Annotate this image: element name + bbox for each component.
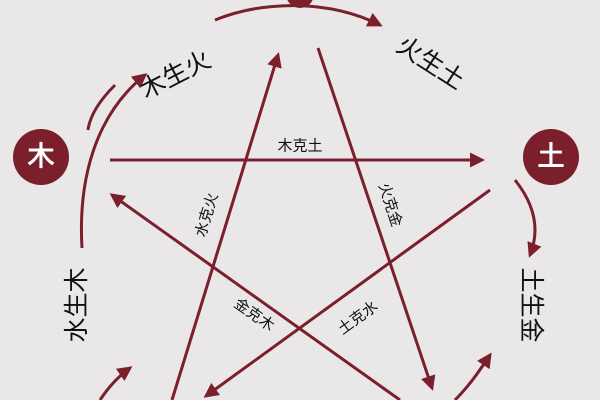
- wood-node-label: 木: [27, 142, 55, 173]
- wood-node: 木: [13, 129, 69, 185]
- arc-fire-to-earth-top: [214, 4, 383, 27]
- arc-wood-to-fire: [79, 73, 148, 249]
- label-water-overcomes-fire: 水克火: [191, 191, 221, 239]
- arc-bottom-left: [98, 366, 133, 400]
- label-fire-overcomes-metal: 火克金: [375, 181, 406, 229]
- arc-wood-side-top: [86, 83, 117, 131]
- earth-node-label: 土: [538, 142, 565, 173]
- label-wood-overcomes-earth: 木克土: [277, 137, 322, 155]
- line-water-overcomes-fire: [170, 52, 282, 400]
- generating-cycle-arcs: [79, 4, 542, 400]
- arc-bottom-right: [453, 352, 492, 400]
- label-fire-generates-earth: 火生土: [391, 30, 470, 95]
- label-metal-overcomes-wood: 金克木: [231, 294, 278, 335]
- earth-node: 土: [523, 129, 579, 185]
- label-wood-generates-fire: 木生火: [135, 45, 215, 105]
- generating-cycle-labels: 木生火 火生土 土生金 水生木: [62, 30, 546, 342]
- fire-node-circle: [287, 0, 313, 8]
- line-metal-overcomes-wood: [109, 193, 401, 400]
- label-water-generates-wood: 水生木: [62, 267, 91, 342]
- label-earth-overcomes-water: 土克水: [334, 297, 381, 338]
- label-earth-generates-metal: 土生金: [517, 267, 546, 342]
- arc-earth-side: [513, 179, 542, 258]
- line-fire-overcomes-metal: [316, 47, 436, 391]
- wood-node-circle: [13, 129, 69, 185]
- line-earth-overcomes-water: [203, 188, 491, 398]
- earth-node-circle: [523, 129, 579, 185]
- overcoming-star-lines: [109, 47, 491, 400]
